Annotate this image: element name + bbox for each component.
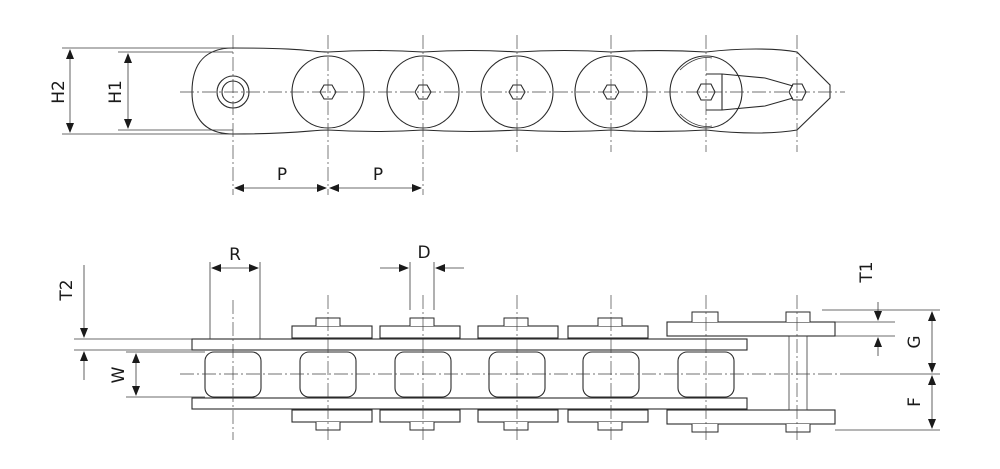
connecting-pin-shaft — [788, 335, 808, 411]
chain-top-view: R D T2 W T1 G F — [57, 243, 940, 440]
f-label: F — [905, 397, 925, 407]
t2-label: T2 — [57, 279, 77, 301]
pin-center-lines — [232, 35, 798, 195]
outer-plates-upper — [291, 321, 836, 339]
pitch-label-2: P — [373, 165, 383, 185]
chain-outline — [191, 47, 831, 135]
t1-label: T1 — [857, 261, 877, 283]
h1-label: H1 — [106, 80, 126, 104]
w-label: W — [109, 366, 129, 383]
inner-plate-lower — [191, 397, 748, 410]
pitch-label-1: P — [277, 165, 287, 185]
rollers — [204, 351, 735, 398]
d-label: D — [417, 243, 430, 263]
chain-side-view: H2 H1 P P — [49, 35, 845, 195]
g-label: G — [905, 335, 925, 348]
h2-label: H2 — [49, 80, 69, 104]
pin-heads-top — [315, 311, 811, 326]
pin-heads-bottom — [315, 422, 811, 433]
roller-center-lines — [232, 295, 798, 440]
outer-plates-lower — [291, 409, 836, 425]
r-label: R — [229, 245, 241, 265]
inner-plate-upper — [191, 338, 748, 351]
